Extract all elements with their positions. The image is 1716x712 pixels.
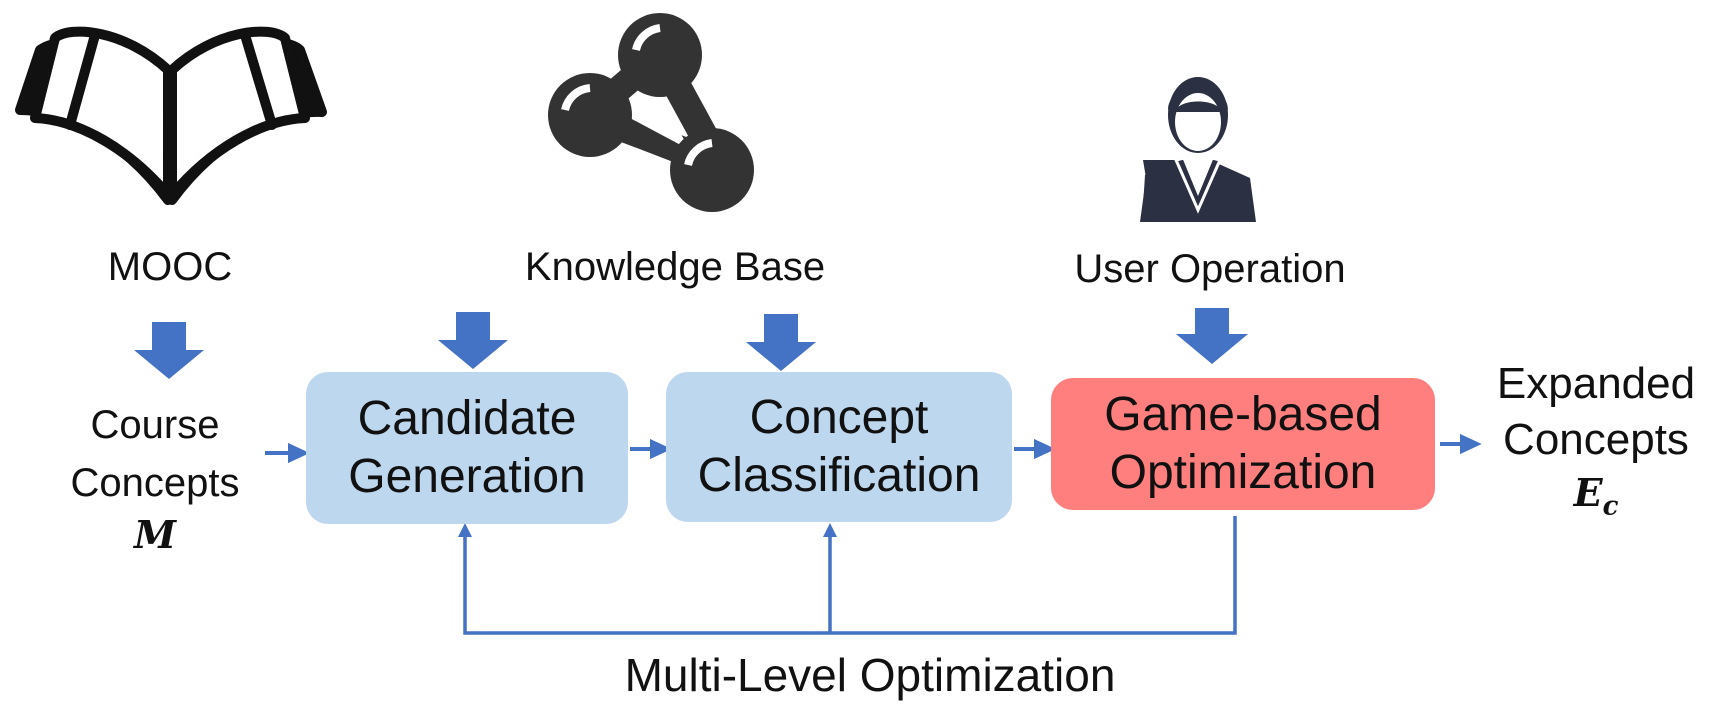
expanded-concepts-label: Expanded Concepts Ec [1476,356,1716,532]
concept-classification-line2: Classification [697,449,981,502]
down-arrows [134,308,1248,379]
knowledge-base-label: Knowledge Base [524,245,826,289]
expanded-concepts-line2: Concepts [1503,415,1689,464]
candidate-generation-line2: Generation [348,450,586,503]
arrow-user-down [1176,308,1248,364]
expanded-concepts-symbol: Ec [1476,468,1716,532]
user-operation-label: User Operation [1074,247,1346,291]
game-based-optimization-line1: Game-based [1104,388,1382,441]
arrow-mooc-down [134,322,204,379]
arrow-kb-classification-down [746,314,816,371]
expanded-concepts-symbol-main: E [1573,470,1603,515]
user-icon [1140,77,1256,222]
game-based-optimization-line2: Optimization [1109,446,1377,499]
course-concepts-label: Course Concepts M [50,396,260,558]
candidate-generation-line1: Candidate [357,392,577,445]
course-concepts-line1: Course [90,403,220,447]
expanded-concepts-symbol-sub: c [1602,491,1619,522]
course-concepts-line2: Concepts [70,461,240,505]
multi-level-optimization-label: Multi-Level Optimization [624,649,1116,701]
concept-classification-box: Concept Classification [666,372,1012,522]
feedback-arrowheads [458,523,837,537]
concept-classification-line1: Concept [749,391,929,444]
game-based-optimization-box: Game-based Optimization [1051,378,1435,510]
expanded-concepts-line1: Expanded [1496,359,1696,408]
book-icon [15,26,327,205]
flow-arrows [265,433,1482,464]
course-concepts-symbol: M [133,512,177,557]
mooc-label: MOOC [107,245,233,289]
candidate-generation-box: Candidate Generation [306,372,628,524]
molecule-network-icon [548,13,754,212]
arrow-kb-candidate-down [438,312,508,369]
feedback-loop [463,516,1237,635]
